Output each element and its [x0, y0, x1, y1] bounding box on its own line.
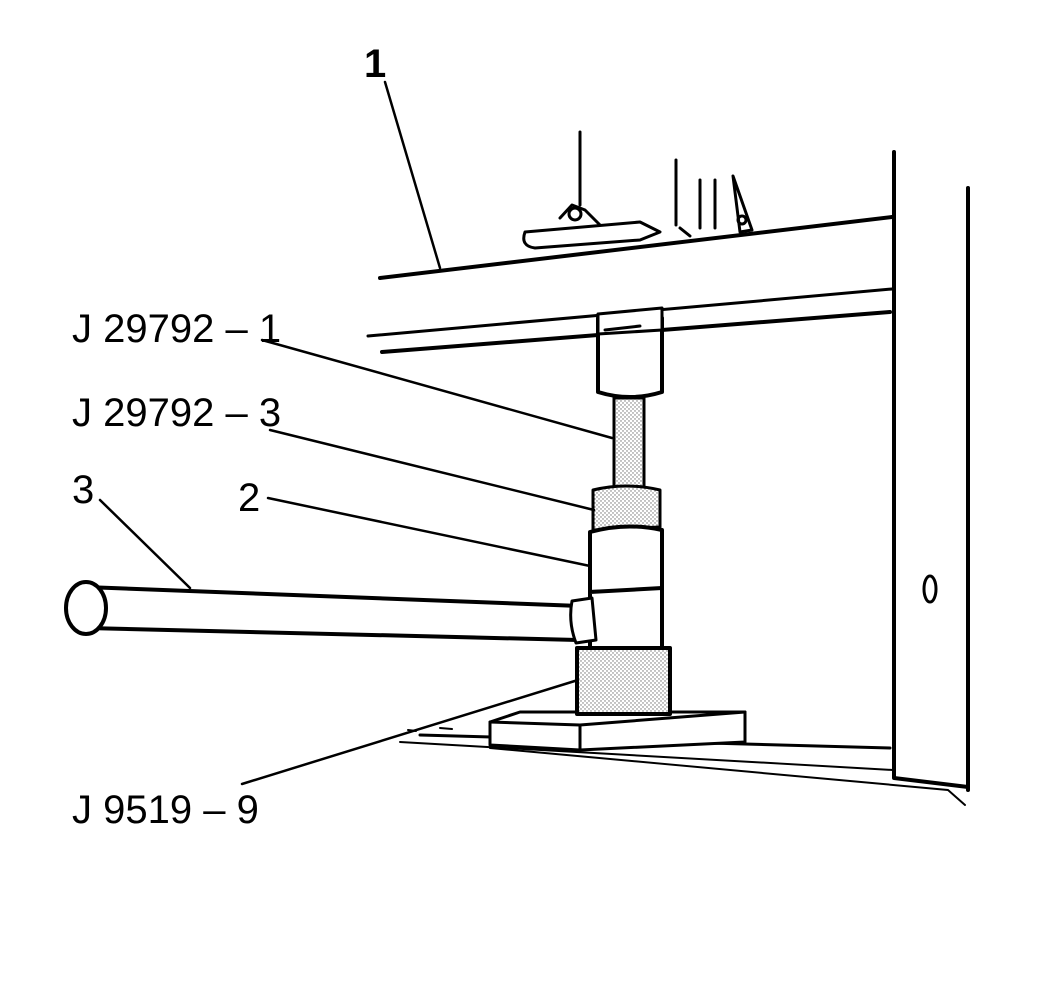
- leader-j9519-9: [240, 678, 580, 786]
- callout-jack-handle: 3: [72, 468, 95, 512]
- leader-lines: [98, 80, 614, 786]
- body-pillar: [892, 150, 970, 792]
- wood-block: [488, 710, 747, 752]
- frame-bracket: [522, 130, 754, 250]
- leader-j29792-1: [260, 338, 614, 440]
- leader-1: [383, 80, 442, 270]
- callout-jack: 2: [238, 476, 261, 520]
- adapter-j29792-1: [596, 306, 664, 399]
- callout-adapter-upper: J 29792 – 1: [72, 307, 282, 351]
- extension-post: [612, 396, 646, 492]
- jack-collar: [591, 484, 662, 532]
- callout-base-adapter: J 9519 – 9: [72, 788, 259, 832]
- leader-j29792-3: [268, 428, 596, 512]
- callout-frame: 1: [364, 42, 387, 86]
- jack-body: [588, 524, 664, 652]
- leader-3: [98, 498, 192, 590]
- leader-2: [266, 496, 592, 568]
- base-adapter-j9519-9: [575, 646, 672, 716]
- callout-adapter-lower: J 29792 – 3: [72, 391, 282, 435]
- jack-handle: [64, 580, 598, 645]
